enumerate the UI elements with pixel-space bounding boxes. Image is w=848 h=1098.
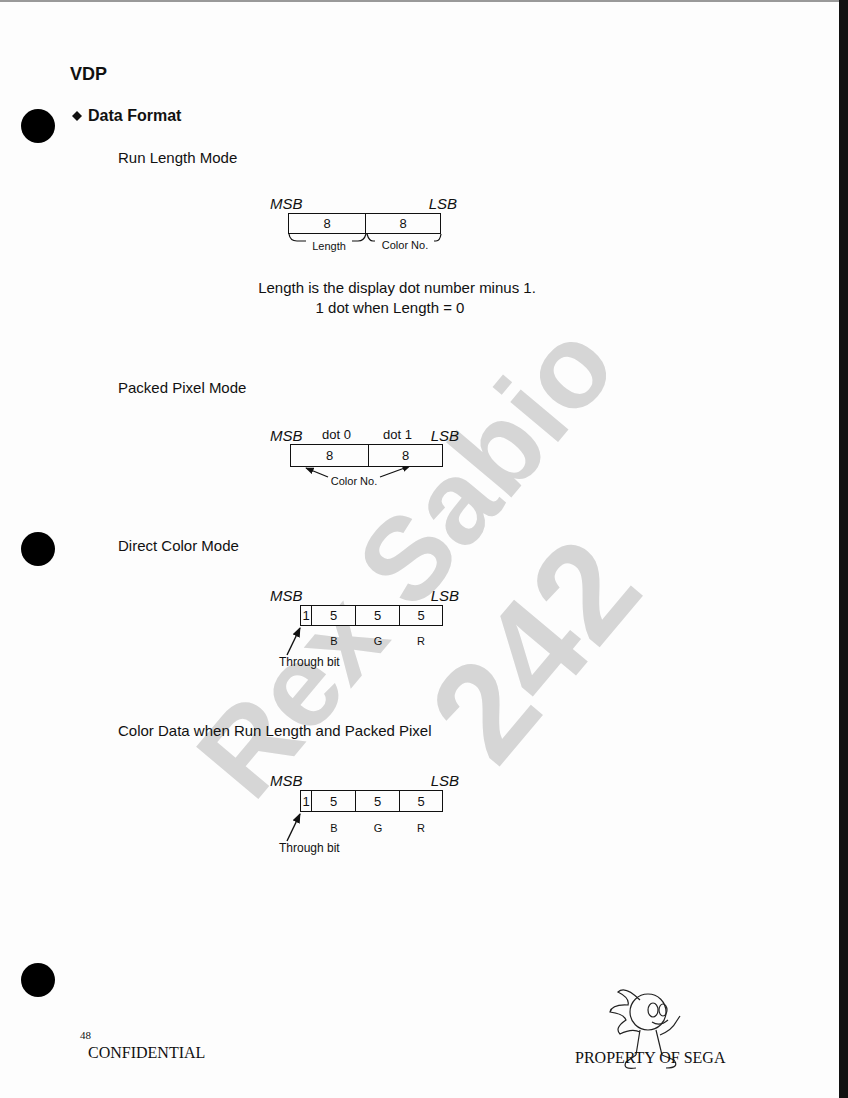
page-heading: VDP [70, 65, 107, 85]
field-name: R [417, 635, 425, 647]
field-name: dot 0 [322, 428, 351, 442]
field-brace [352, 234, 366, 241]
note-text: Length is the display dot number minus 1… [258, 280, 536, 297]
field-name: Length [312, 240, 346, 252]
bit-order: LSB [429, 196, 457, 213]
bit-width: 8 [402, 449, 409, 462]
scan-edge [839, 0, 848, 1098]
note-text: 1 dot when Length = 0 [316, 300, 465, 317]
bit-field: 8 [365, 213, 441, 234]
bit-width: 5 [374, 609, 381, 622]
mode-heading: Packed Pixel Mode [118, 380, 246, 397]
bullet-diamond [72, 111, 82, 121]
field-brace [367, 234, 375, 241]
bit-width: 8 [399, 217, 406, 230]
bit-width: 5 [330, 795, 337, 808]
bit-field: 8 [288, 213, 366, 234]
bit-width: 8 [323, 217, 330, 230]
field-name: Through bit [279, 842, 340, 855]
field-name: B [330, 822, 337, 834]
field-name: G [374, 635, 383, 647]
page-number: 48 [80, 1029, 91, 1041]
bit-width: 5 [374, 795, 381, 808]
bit-order: MSB [270, 196, 303, 213]
bit-field: 8 [368, 444, 443, 467]
field-name: B [330, 635, 337, 647]
scan-edge [0, 0, 848, 2]
mode-heading: Direct Color Mode [118, 538, 239, 555]
field-name: dot 1 [383, 428, 412, 442]
field-brace [289, 234, 306, 241]
bit-field: 8 [290, 444, 369, 467]
punch-hole [21, 109, 55, 143]
bit-order: MSB [270, 428, 303, 445]
bit-field: 5 [399, 605, 443, 626]
bit-width: 1 [303, 795, 310, 808]
bit-order: LSB [431, 773, 459, 790]
mode-heading: Color Data when Run Length and Packed Pi… [118, 723, 432, 740]
bit-width: 5 [417, 609, 424, 622]
section-heading: Data Format [88, 107, 181, 125]
punch-hole [21, 532, 55, 566]
field-name: Color No. [382, 239, 428, 251]
bit-width: 1 [303, 609, 310, 622]
field-brace [434, 234, 441, 241]
bit-field: 5 [399, 790, 443, 812]
bit-width: 5 [330, 609, 337, 622]
bit-width: 8 [326, 449, 333, 462]
bit-order: MSB [270, 588, 303, 605]
footer-text: CONFIDENTIAL [88, 1044, 205, 1062]
bit-order: MSB [270, 773, 303, 790]
punch-hole [21, 963, 55, 997]
bit-width: 5 [417, 795, 424, 808]
bit-field: 5 [311, 790, 356, 812]
field-name: Color No. [331, 475, 377, 487]
bit-order: LSB [431, 428, 459, 445]
bit-order: LSB [431, 588, 459, 605]
footer-text: PROPERTY OF SEGA [575, 1049, 725, 1067]
field-name: R [417, 822, 425, 834]
pointer-arrow [306, 468, 328, 477]
bit-field: 5 [355, 605, 400, 626]
field-name: G [374, 822, 383, 834]
field-name: Through bit [279, 656, 340, 669]
pointer-arrow [287, 814, 300, 841]
bit-field: 5 [355, 790, 400, 812]
bit-field: 5 [311, 605, 356, 626]
mode-heading: Run Length Mode [118, 150, 237, 167]
